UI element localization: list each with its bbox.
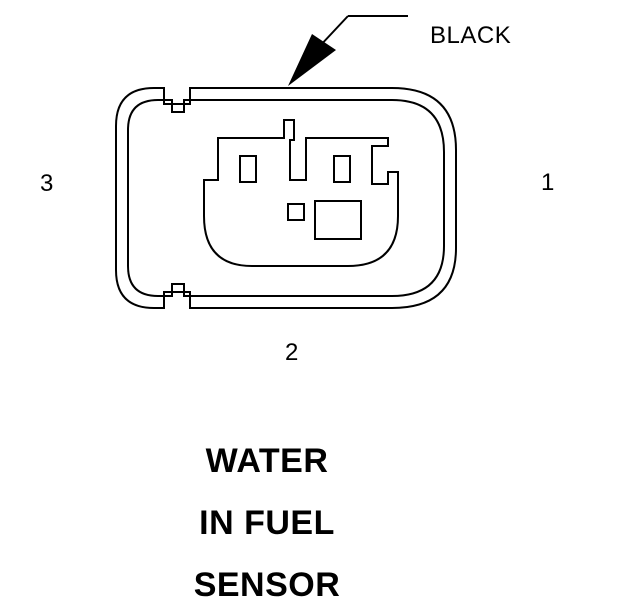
pin-number-left: 3 [40,170,54,197]
title-line-2: IN FUEL [199,504,335,542]
component-title: WATER IN FUEL SENSOR [0,430,534,616]
title-line-3: SENSOR [193,566,341,604]
pin-cavity-1 [333,155,351,183]
connector-diagram [115,15,457,309]
leader-arrow [288,15,408,86]
pin-number-right: 1 [541,169,555,196]
connector-housing [115,87,457,309]
terminal-insert [203,119,399,267]
wire-color-label: BLACK [430,22,512,49]
polarization-key-small [287,203,305,221]
title-line-1: WATER [205,442,329,480]
pin-number-bottom: 2 [285,339,299,366]
pin-cavity-2 [314,200,362,240]
pin-cavity-3 [239,155,257,183]
